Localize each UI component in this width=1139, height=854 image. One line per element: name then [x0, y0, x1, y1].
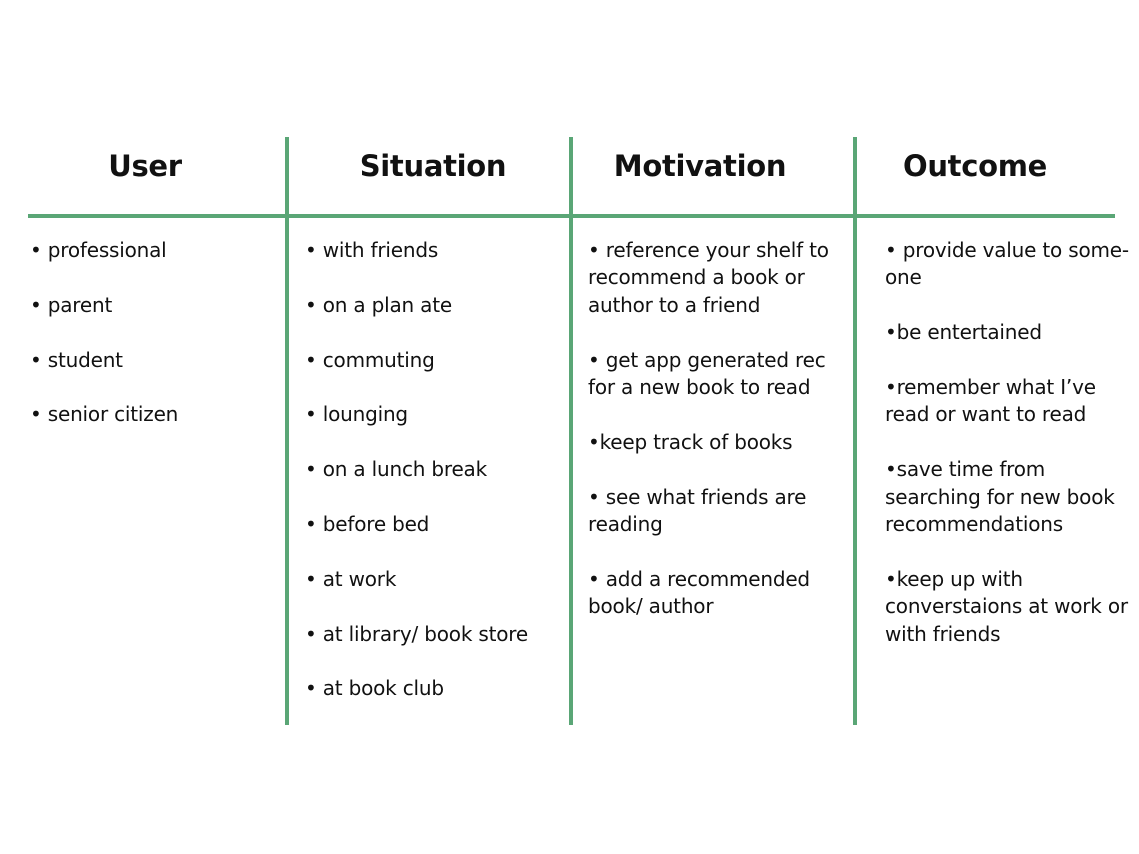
list-item: • professional: [30, 238, 167, 262]
list-item: • at library/ book store: [305, 621, 528, 646]
list-item: • add a recommended book/ author: [588, 566, 810, 619]
list-item: •keep track of books: [588, 429, 793, 454]
list-item: • see what friends are reading: [588, 484, 807, 537]
list-item: • on a lunch break: [305, 457, 487, 482]
list-item: • at book club: [305, 676, 444, 701]
motivation-list: • reference your shelf to recommend a bo…: [588, 237, 846, 648]
list-item: •save time from searching for new book r…: [885, 457, 1115, 537]
user-list: • professional • parent • student • seni…: [30, 237, 280, 456]
list-item: • get app generated rec for a new book t…: [588, 347, 826, 400]
list-item: •be entertained: [885, 320, 1042, 345]
column-divider-1: [285, 137, 289, 725]
list-item: • with friends: [305, 238, 439, 262]
list-item: • before bed: [305, 511, 430, 536]
list-item: • parent: [30, 292, 113, 317]
list-item: •remember what I’ve read or want to read: [885, 375, 1096, 427]
situation-list: • with friends • on a plan ate • commuti…: [305, 237, 563, 730]
list-item: • at work: [305, 566, 397, 591]
list-item: • on a plan ate: [305, 292, 452, 317]
column-divider-3: [853, 137, 857, 725]
outcome-list: • provide value to some-one •be entertai…: [885, 237, 1135, 675]
column-header-user: User: [108, 149, 182, 183]
list-item: • senior citizen: [30, 402, 179, 427]
list-item: • lounging: [305, 402, 408, 427]
list-item: •keep up with converstaions at work or w…: [885, 566, 1128, 646]
list-item: • commuting: [305, 347, 435, 372]
column-header-outcome: Outcome: [902, 149, 1048, 183]
list-item: • student: [30, 347, 123, 372]
column-header-motivation: Motivation: [613, 149, 787, 183]
list-item: • provide value to some-one: [885, 238, 1129, 290]
column-header-situation: Situation: [359, 149, 507, 183]
list-item: • reference your shelf to recommend a bo…: [588, 238, 829, 317]
column-divider-2: [569, 137, 573, 725]
